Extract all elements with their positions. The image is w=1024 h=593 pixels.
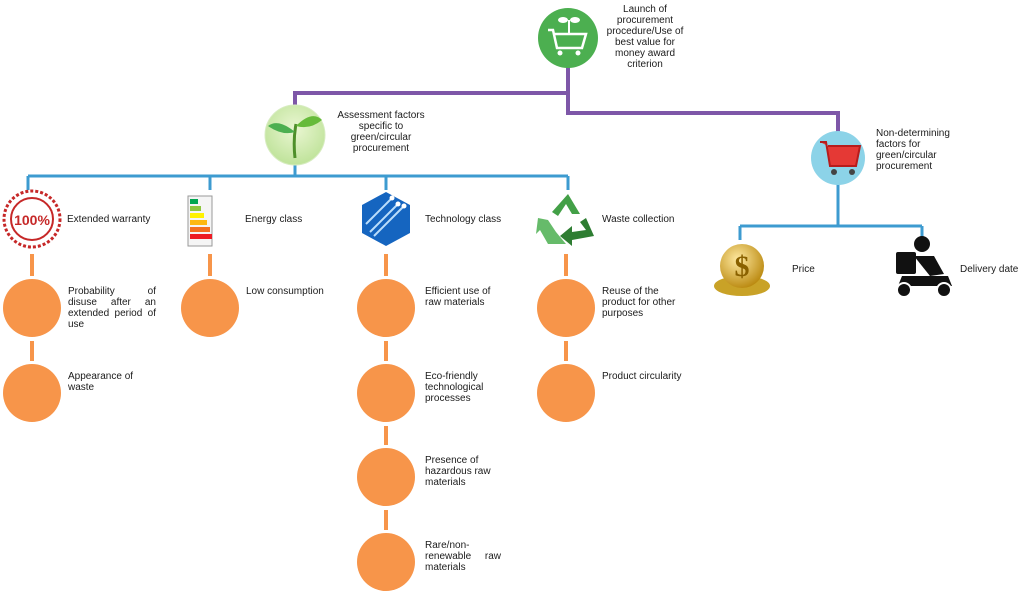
gold-dollar-icon: $ <box>714 244 770 296</box>
delivery-scooter-icon <box>896 236 952 298</box>
factor-label-delivery: Delivery date <box>960 264 1019 275</box>
item-node <box>357 448 415 506</box>
red-cart-icon <box>811 131 865 185</box>
item-label: Presence of hazardous raw materials <box>425 455 491 488</box>
root-label: Launch of procurement procedure/Use of b… <box>606 4 684 70</box>
energy-rating-icon <box>187 195 213 247</box>
item-nodes <box>3 254 595 591</box>
item-label: Reuse of the product for other purposes <box>602 286 676 319</box>
item-label: Low consumption <box>246 286 324 297</box>
category-label-warranty: Extended warranty <box>67 214 151 225</box>
assessment-label: Assessment factors specific to green/cir… <box>337 110 425 154</box>
item-label: Rare/non-renewable raw materials <box>425 540 501 573</box>
category-label-energy: Energy class <box>245 214 303 225</box>
connector-lines <box>26 66 924 240</box>
item-node <box>537 364 595 422</box>
item-node <box>357 364 415 422</box>
svg-text:100%: 100% <box>14 212 50 228</box>
item-node <box>357 533 415 591</box>
item-label: Product circularity <box>602 371 682 382</box>
assessment-branch <box>26 165 570 190</box>
factor-label-price: Price <box>792 264 815 275</box>
svg-text:$: $ <box>735 250 750 283</box>
item-node <box>181 279 239 337</box>
item-node <box>537 279 595 337</box>
item-node <box>3 364 61 422</box>
leaf-sprout-icon <box>264 104 326 166</box>
shopping-cart-plant-icon <box>538 8 598 68</box>
guarantee-stamp-icon: 100% <box>2 189 62 249</box>
item-label: Efficient use of raw materials <box>425 286 491 308</box>
category-label-technology: Technology class <box>425 214 502 225</box>
item-node <box>3 279 61 337</box>
non-determining-label: Non-determining factors for green/circul… <box>876 128 950 172</box>
item-label: Probability of disuse after an extended … <box>68 286 156 330</box>
recycle-icon <box>536 194 594 246</box>
non-determining-branch <box>738 183 924 240</box>
circuit-hexagon-icon <box>362 192 410 246</box>
category-label-waste: Waste collection <box>602 214 675 225</box>
item-label: Appearance of waste <box>68 371 134 393</box>
item-label: Eco-friendly technological processes <box>425 371 484 404</box>
item-node <box>357 279 415 337</box>
